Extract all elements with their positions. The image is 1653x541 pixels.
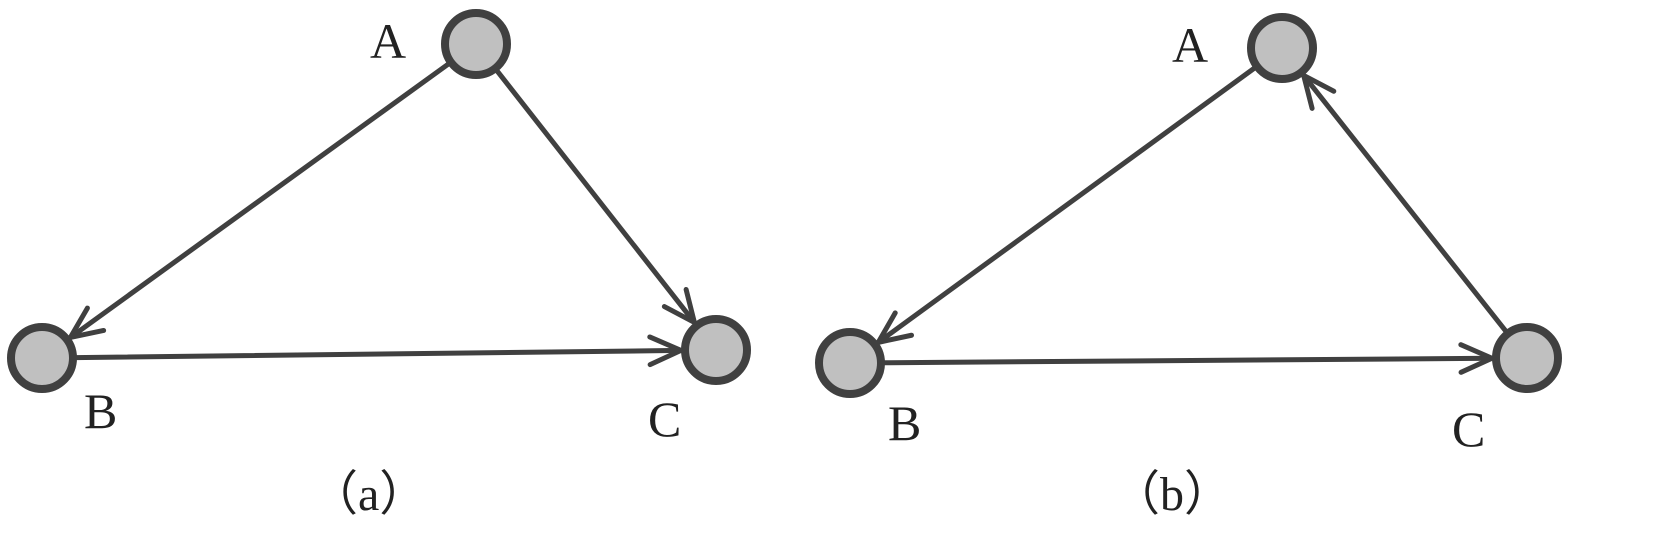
edge-a-to-b bbox=[67, 60, 452, 340]
edge-b-to-c bbox=[880, 342, 1495, 375]
edge-c-to-a bbox=[1301, 72, 1510, 335]
diagram-a: A B C （a） bbox=[7, 9, 751, 521]
node-label-c: C bbox=[1452, 401, 1485, 457]
arrowhead-icon bbox=[647, 334, 684, 368]
caption-a: （a） bbox=[310, 468, 427, 521]
diagram-b: A B C （b） bbox=[815, 13, 1562, 521]
node-label-c: C bbox=[648, 391, 681, 447]
caption-b: （b） bbox=[1112, 468, 1232, 521]
edge-a-to-c bbox=[493, 67, 697, 325]
edge-b-to-c bbox=[72, 334, 684, 368]
edge-line bbox=[493, 67, 697, 325]
node-b bbox=[815, 328, 885, 398]
node-a bbox=[441, 9, 511, 79]
edge-line bbox=[1301, 72, 1510, 335]
node-a bbox=[1247, 13, 1317, 83]
node-c bbox=[681, 315, 751, 385]
edge-a-to-b bbox=[875, 64, 1258, 345]
edge-line bbox=[880, 355, 1495, 366]
node-label-a: A bbox=[370, 13, 406, 69]
edges bbox=[67, 60, 697, 368]
node-label-b: B bbox=[888, 395, 921, 451]
node-b bbox=[7, 323, 77, 393]
edges bbox=[875, 64, 1510, 375]
arrowhead-icon bbox=[67, 305, 107, 340]
node-c bbox=[1492, 323, 1562, 393]
edge-line bbox=[875, 64, 1258, 345]
node-label-b: B bbox=[84, 383, 117, 439]
edge-line bbox=[72, 347, 684, 361]
node-label-a: A bbox=[1172, 17, 1208, 73]
edge-line bbox=[67, 60, 452, 340]
arrowhead-icon bbox=[875, 310, 915, 345]
